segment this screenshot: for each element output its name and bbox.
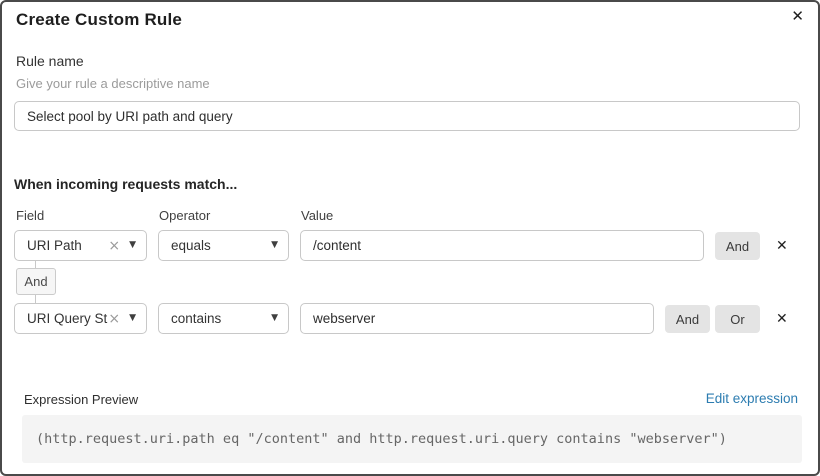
add-and-button-row2[interactable]: And xyxy=(665,305,710,333)
chevron-down-icon: ▼ xyxy=(129,313,136,323)
expression-preview-label: Expression Preview xyxy=(24,392,139,407)
value-column-label: Value xyxy=(301,208,334,223)
field-column-label: Field xyxy=(16,208,45,223)
and-connector-chip: And xyxy=(16,268,56,295)
expression-code-block: (http.request.uri.path eq "/content" and… xyxy=(22,415,802,463)
field-select-row1-value: URI Path xyxy=(27,238,82,253)
value-input-row2[interactable] xyxy=(300,303,654,334)
operator-select-row2-value: contains xyxy=(171,311,222,326)
rule-name-helper: Give your rule a descriptive name xyxy=(16,76,210,91)
chevron-down-icon: ▼ xyxy=(271,240,278,250)
dialog-title: Create Custom Rule xyxy=(16,10,183,29)
connector-line-bottom xyxy=(35,295,36,303)
chevron-down-icon: ▼ xyxy=(129,240,136,250)
close-icon[interactable]: ✕ xyxy=(791,7,804,25)
operator-select-row2[interactable]: contains ▼ xyxy=(158,303,289,334)
expression-code: (http.request.uri.path eq "/content" and… xyxy=(36,431,727,447)
chevron-down-icon: ▼ xyxy=(271,313,278,323)
delete-row2-icon[interactable]: ✕ xyxy=(776,311,788,327)
field-select-row2-value: URI Query St... xyxy=(27,311,108,326)
clear-field-icon[interactable]: × xyxy=(108,237,121,254)
add-or-button-row2[interactable]: Or xyxy=(715,305,760,333)
edit-expression-link[interactable]: Edit expression xyxy=(705,391,798,406)
value-input-row1[interactable] xyxy=(300,230,704,261)
clear-field-icon[interactable]: × xyxy=(108,310,121,327)
field-select-row1[interactable]: URI Path × ▼ xyxy=(14,230,147,261)
delete-row1-icon[interactable]: ✕ xyxy=(776,238,788,254)
match-section-heading: When incoming requests match... xyxy=(14,176,238,192)
operator-column-label: Operator xyxy=(159,208,211,223)
connector-line-top xyxy=(35,261,36,268)
add-and-button-row1[interactable]: And xyxy=(715,232,760,260)
rule-name-input[interactable] xyxy=(14,101,800,131)
rule-name-label: Rule name xyxy=(16,53,84,69)
field-select-row2[interactable]: URI Query St... × ▼ xyxy=(14,303,147,334)
operator-select-row1[interactable]: equals ▼ xyxy=(158,230,289,261)
operator-select-row1-value: equals xyxy=(171,238,211,253)
